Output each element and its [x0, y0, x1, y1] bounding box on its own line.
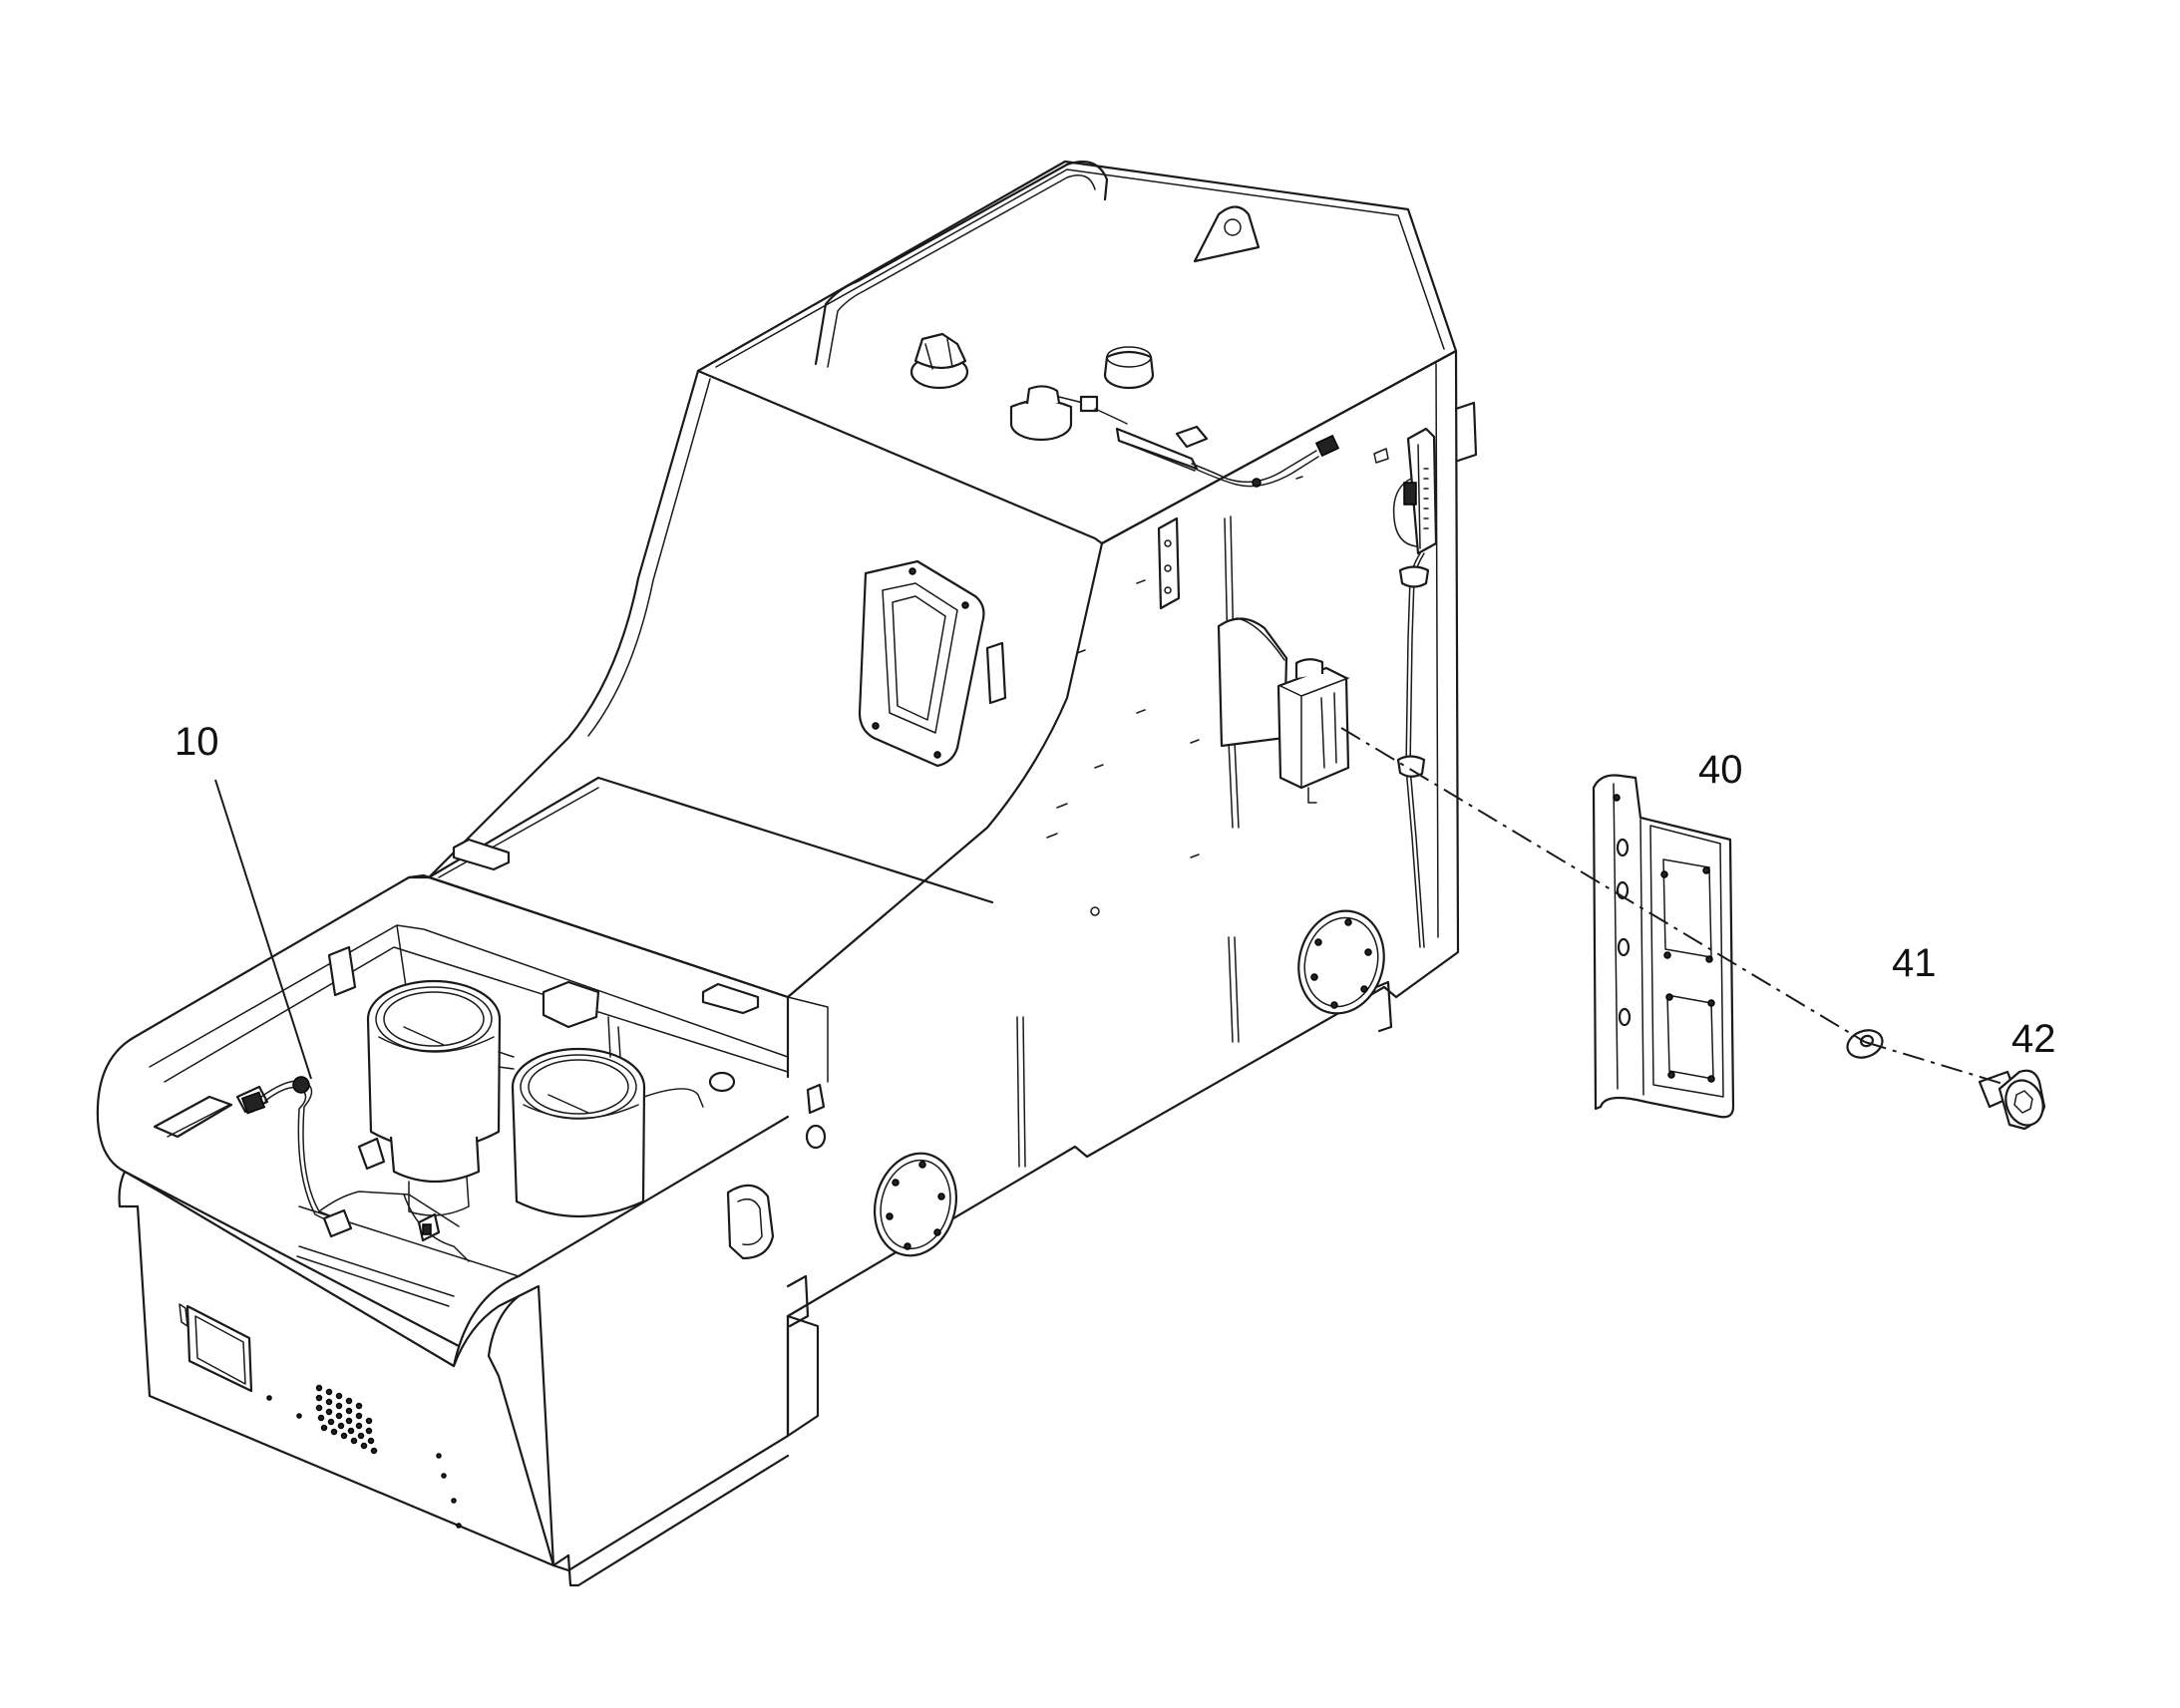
motor-1-icon [357, 979, 502, 1216]
bracket-40-part [1592, 774, 1735, 1119]
side-panel-details [726, 427, 1438, 1328]
side-handle-icon [726, 1184, 775, 1260]
access-panel [858, 559, 1007, 768]
top-features [909, 332, 1389, 488]
motor-bay [149, 924, 789, 1307]
motor-2-icon [498, 1047, 704, 1218]
switch-block-icon [1276, 658, 1350, 804]
vent-grille-icon [315, 1384, 378, 1455]
seat-base [427, 776, 994, 1150]
screw-42-part [1978, 1069, 2046, 1131]
callout-10: 10 [175, 720, 219, 764]
callout-41: 41 [1892, 941, 1937, 985]
sensor-unit-icon [1009, 385, 1099, 442]
callout-42: 42 [2011, 1017, 2056, 1061]
inspection-cover-right-icon [1297, 909, 1385, 1015]
round-cap-icon [1103, 346, 1155, 390]
fill-cap-icon [909, 332, 969, 390]
callout-40: 40 [1698, 748, 1743, 792]
washer-41-part [1846, 1029, 1884, 1059]
inspection-cover-left-icon [873, 1152, 958, 1257]
front-panel-details [179, 1303, 462, 1529]
machine-body [96, 160, 1478, 1587]
